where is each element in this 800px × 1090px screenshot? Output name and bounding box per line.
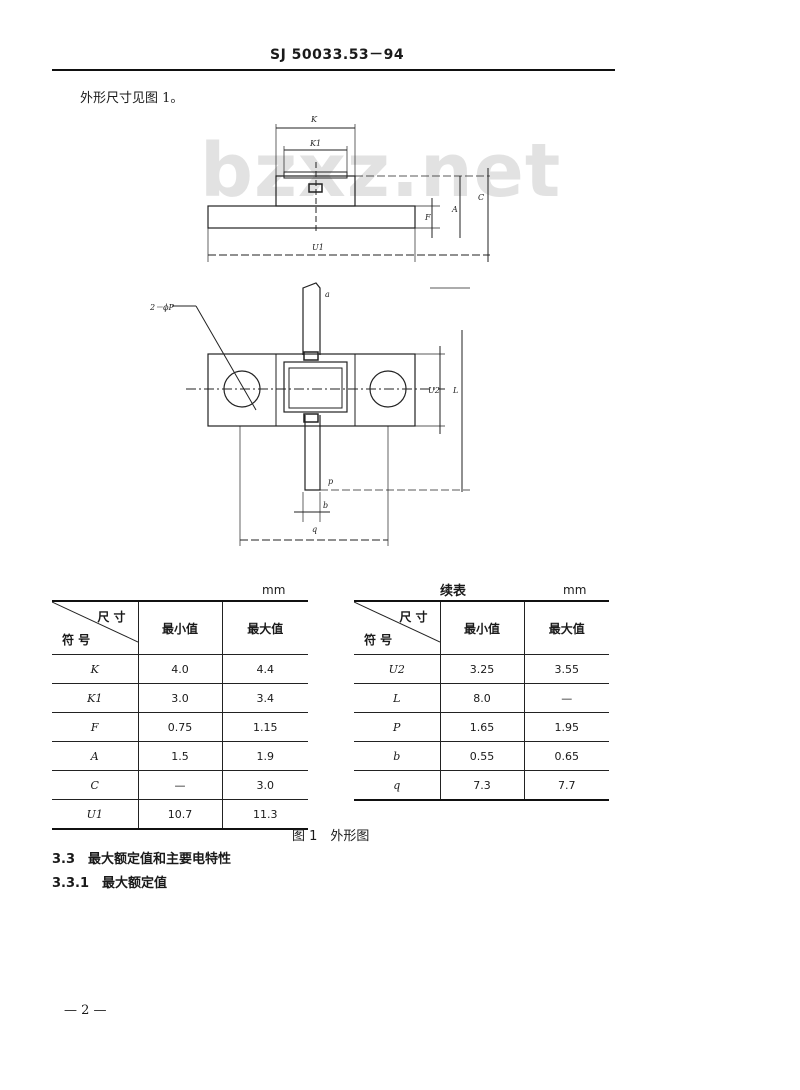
min-value-cell: 1.65 <box>439 712 524 742</box>
table-row: L 8.0— <box>354 683 609 713</box>
min-value-cell: 1.5 <box>137 741 222 771</box>
label-U1: U1 <box>312 243 324 252</box>
label-K: K <box>310 115 318 124</box>
right-table-title: 续表 <box>440 584 467 599</box>
symbol-cell: K1 <box>87 691 103 705</box>
min-value-cell: — <box>137 770 222 800</box>
min-value-cell: 4.0 <box>137 654 222 684</box>
corner-symbol-label: 符 号 <box>62 633 91 647</box>
min-value-cell: 3.0 <box>137 683 222 713</box>
symbol-cell: b <box>393 749 401 763</box>
table-header-row: 尺 寸 符 号 最小值 最大值 <box>354 601 609 655</box>
label-K1: K1 <box>309 139 321 148</box>
left-table-unit: mm <box>262 583 286 597</box>
max-value-cell: 4.4 <box>221 654 308 684</box>
label-A: A <box>451 205 458 214</box>
max-value-cell: 3.0 <box>221 770 308 800</box>
figure-caption: 图 1 外形图 <box>292 829 370 844</box>
min-value-cell: 8.0 <box>439 683 524 713</box>
top-view <box>172 282 470 546</box>
min-value-cell: 3.25 <box>439 654 524 684</box>
subsection-heading: 3.3.1 最大额定值 <box>52 876 168 891</box>
max-value-cell: 0.65 <box>523 741 609 771</box>
symbol-cell: U1 <box>86 807 103 821</box>
max-value-cell: 7.7 <box>523 770 609 800</box>
corner-symbol-label: 符 号 <box>364 633 393 647</box>
min-value-cell: 0.75 <box>137 712 222 742</box>
symbol-cell: C <box>90 778 99 792</box>
max-value-cell: 3.4 <box>221 683 308 713</box>
min-value-cell: 0.55 <box>439 741 524 771</box>
label-a: a <box>325 290 330 299</box>
min-value-cell: 7.3 <box>439 770 524 800</box>
label-C: C <box>478 193 484 202</box>
header-rule <box>52 69 615 71</box>
max-value-cell: 11.3 <box>221 799 308 829</box>
header-min: 最小值 <box>137 601 222 655</box>
symbol-cell: L <box>393 691 401 705</box>
intro-text: 外形尺寸见图 1。 <box>80 91 184 106</box>
header-min: 最小值 <box>439 601 524 655</box>
max-value-cell: — <box>523 683 609 713</box>
corner-dimension-label: 尺 寸 <box>399 610 428 624</box>
label-p: p <box>328 477 333 486</box>
symbol-cell: U2 <box>388 662 405 676</box>
section-heading: 3.3 最大额定值和主要电特性 <box>52 852 232 867</box>
min-value-cell: 10.7 <box>137 799 222 829</box>
symbol-cell: F <box>90 720 99 734</box>
header-max: 最大值 <box>523 601 609 655</box>
outline-drawing: K K1 U1 F A C 2－ϕP a U2 L p b q <box>149 115 490 546</box>
page-number: — 2 — <box>64 1003 107 1018</box>
max-value-cell: 3.55 <box>523 654 609 684</box>
header-corner: 尺 寸 符 号 <box>52 601 138 655</box>
table-row: C —3.0 <box>52 770 308 800</box>
right-table-unit: mm <box>563 583 587 597</box>
label-F: F <box>424 213 431 222</box>
label-U2: U2 <box>428 386 440 395</box>
corner-dimension-label: 尺 寸 <box>97 610 126 624</box>
label-hole: 2－ϕP <box>149 303 175 312</box>
header-corner: 尺 寸 符 号 <box>354 601 440 655</box>
max-value-cell: 1.9 <box>221 741 308 771</box>
symbol-cell: P <box>393 720 401 734</box>
label-q: q <box>312 525 317 534</box>
label-b: b <box>323 501 328 510</box>
max-value-cell: 1.15 <box>221 712 308 742</box>
label-L: L <box>452 386 458 395</box>
document-code: SJ 50033.53－94 <box>270 47 405 63</box>
max-value-cell: 1.95 <box>523 712 609 742</box>
side-view <box>207 124 490 262</box>
symbol-cell: K <box>90 662 99 676</box>
table-header-row: 尺 寸 符 号 最小值 最大值 <box>52 601 308 655</box>
symbol-cell: q <box>393 778 401 792</box>
header-max: 最大值 <box>221 601 308 655</box>
watermark: bzxz.net <box>200 128 562 214</box>
symbol-cell: A <box>90 749 99 763</box>
